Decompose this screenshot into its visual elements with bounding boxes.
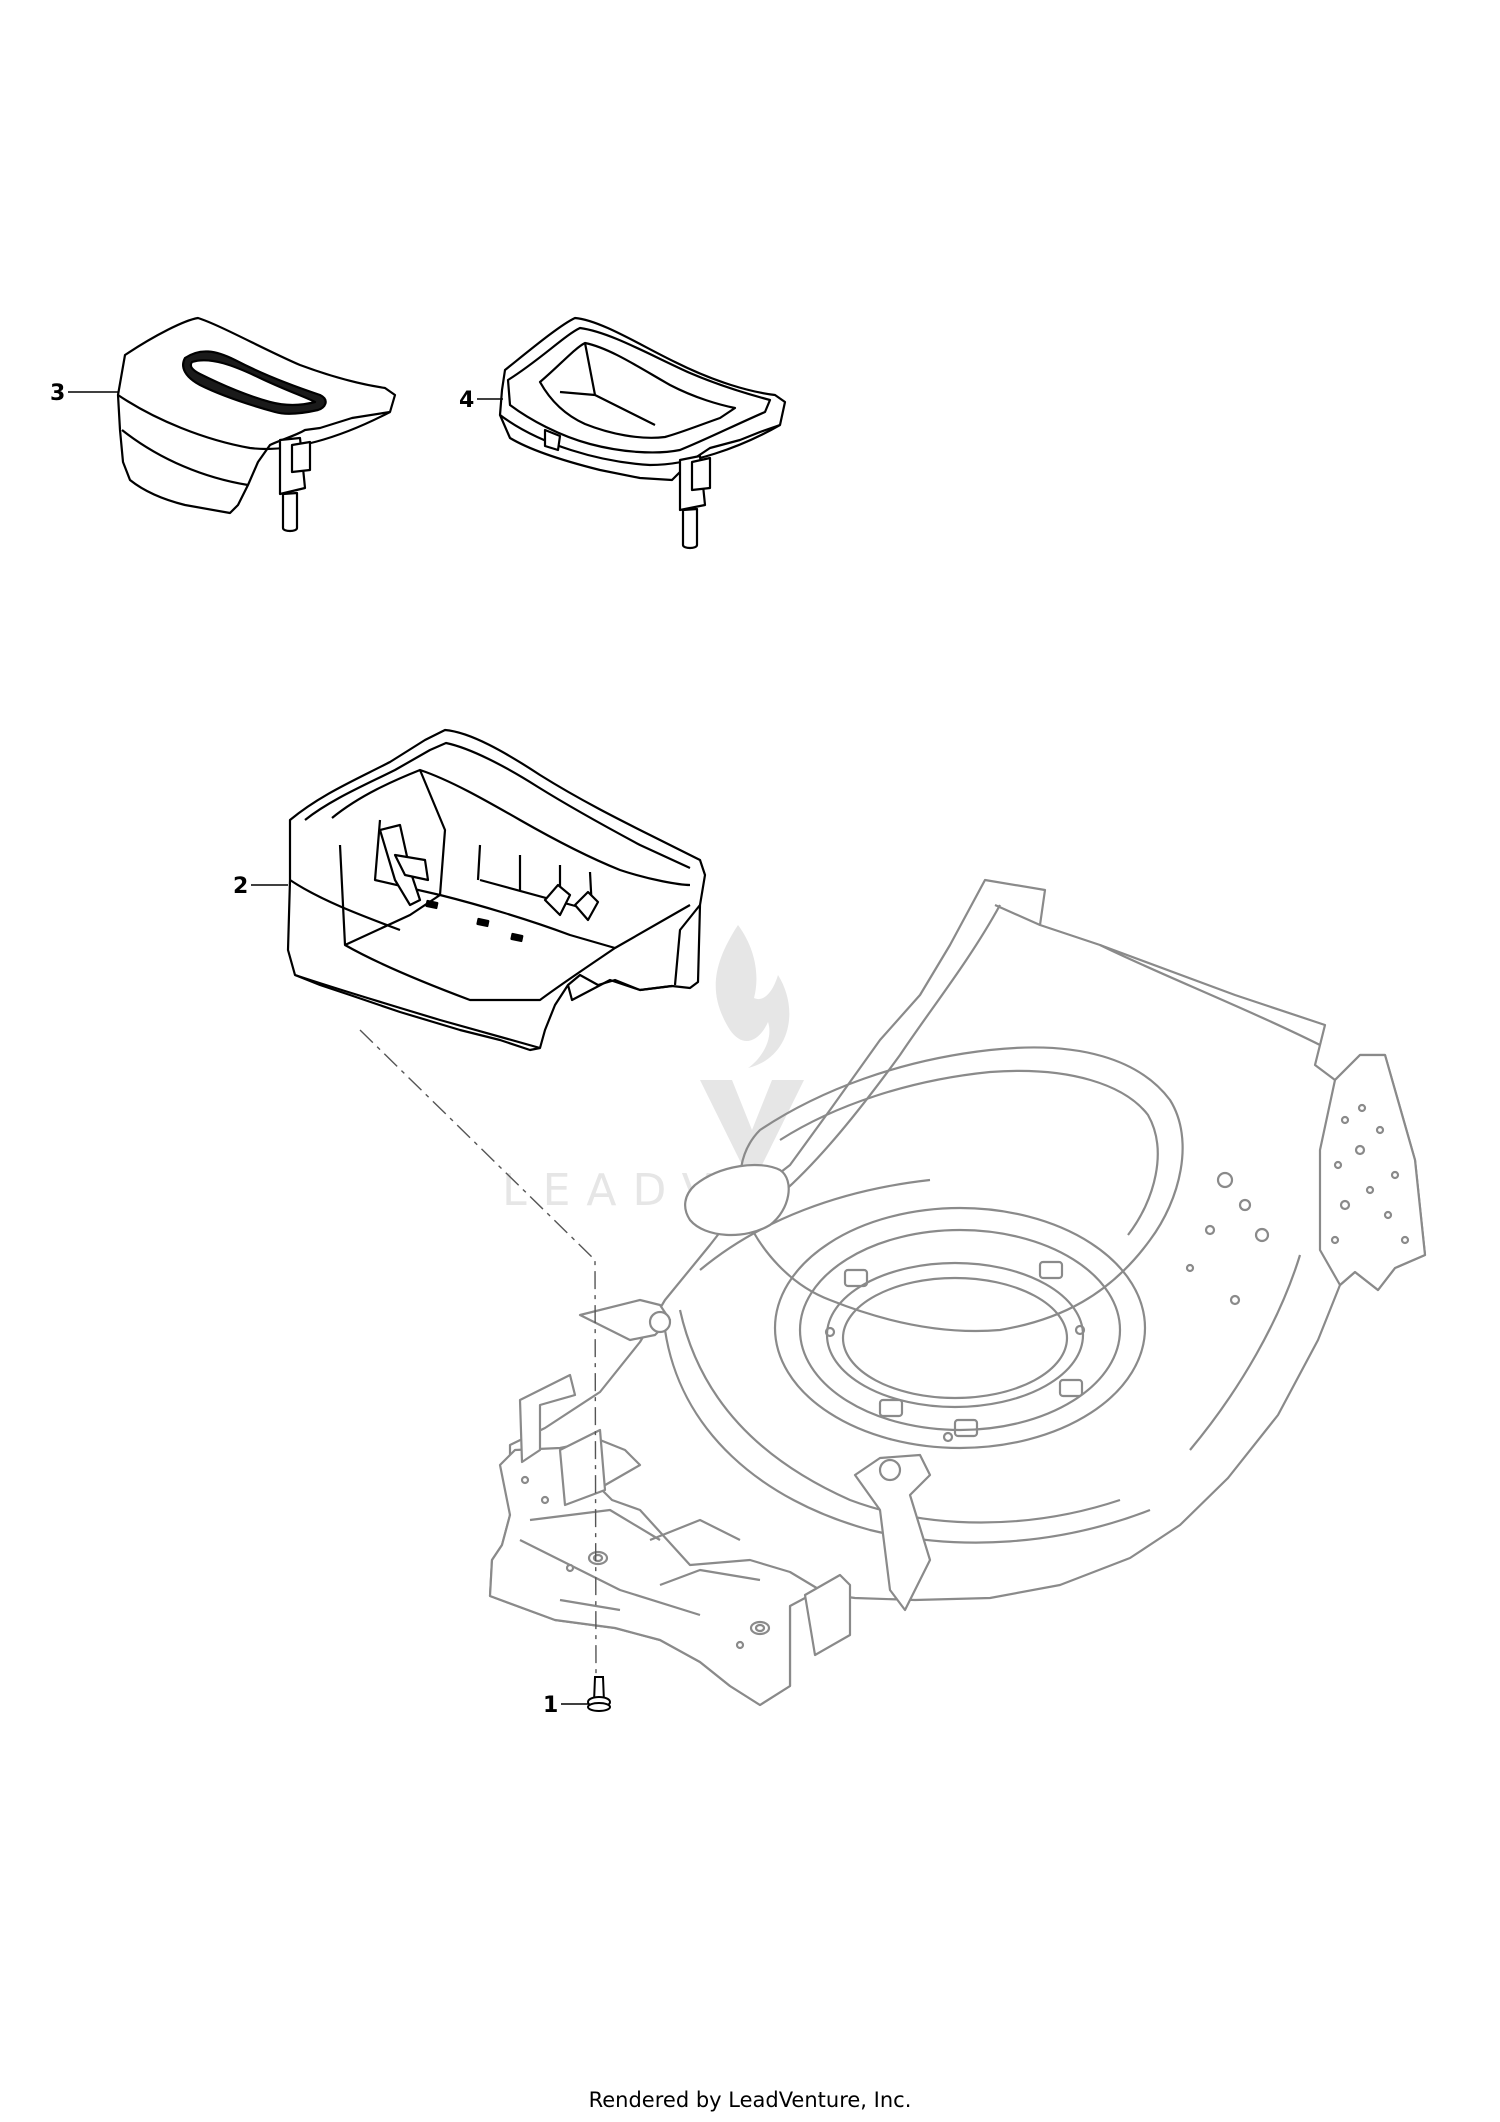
- part-2-tab-b: [573, 890, 600, 922]
- part-2-ribs: [476, 844, 594, 912]
- deck-left-bracket-2: [558, 1428, 607, 1507]
- deck-front-plate-detail: [519, 1508, 761, 1617]
- part-3-lower-edge: [121, 429, 249, 487]
- callout-2: 2: [233, 874, 288, 899]
- part-2-front-lip: [289, 879, 541, 1050]
- part-3-cover: [116, 316, 397, 533]
- part-4-post-clip: [690, 456, 712, 492]
- assembly-line: [359, 1029, 597, 1676]
- part-2-housing: [286, 728, 707, 1052]
- callout-1-label: 1: [543, 1693, 558, 1718]
- deck-ribs: [663, 1178, 1302, 1544]
- footer-credit: Rendered by LeadVenture, Inc.: [588, 2088, 912, 2112]
- part-2-tab-a: [543, 883, 572, 917]
- part-2-cavity: [338, 844, 691, 1002]
- part-1-screw-base: [587, 1702, 611, 1712]
- part-4-opening-inner: [559, 342, 656, 426]
- deck-motor-mount: [773, 1206, 1147, 1450]
- v-logo-icon: [700, 1080, 804, 1165]
- deck-left-arm-pivot: [648, 1310, 672, 1334]
- deck-right-arm: [853, 1453, 932, 1612]
- deck-mount-points: [520, 1475, 771, 1650]
- callout-4: 4: [459, 388, 503, 413]
- part-2-side-panel: [566, 904, 701, 1002]
- part-2-slots: [425, 899, 524, 943]
- part-2-inner-wall: [373, 769, 447, 897]
- part-4-rear-tab: [543, 428, 562, 452]
- callout-3-label: 3: [50, 381, 65, 406]
- part-2-rim: [304, 741, 691, 869]
- part-2-inner-top: [331, 768, 691, 887]
- deck-top-contour-inner: [779, 1069, 1159, 1236]
- part-4-rim-outer: [506, 326, 772, 454]
- part-3-body: [116, 316, 397, 515]
- deck-right-arm-pivot: [878, 1458, 902, 1482]
- callout-2-label: 2: [233, 874, 248, 899]
- deck-left-bracket: [518, 1373, 577, 1464]
- deck-top-rim: [779, 903, 1321, 1196]
- part-3-post-clip: [290, 440, 312, 474]
- mower-deck: [488, 878, 1427, 1707]
- part-3-window-highlight: [189, 359, 317, 407]
- deck-rear-holes: [1330, 1103, 1410, 1245]
- deck-front-pad: [684, 1163, 790, 1237]
- part-2-outer: [286, 728, 707, 1052]
- callout-3: 3: [50, 381, 118, 406]
- callout-4-label: 4: [459, 388, 474, 413]
- part-4-pin: [681, 507, 699, 550]
- deck-side-holes: [1185, 1171, 1270, 1306]
- part-4-front-edge: [499, 414, 781, 467]
- part-2-clip-left-tab: [393, 853, 430, 882]
- part-2-cavity-floor: [344, 893, 616, 950]
- part-1-screw: [587, 1676, 611, 1712]
- part-3-top-edge: [117, 394, 391, 451]
- part-3-pin: [281, 491, 299, 533]
- flame-icon: [715, 925, 790, 1068]
- part-4-cover: [498, 316, 787, 550]
- callout-1: 1: [543, 1693, 588, 1718]
- deck-right-bracket: [803, 1573, 852, 1657]
- deck-rear-plate: [1318, 1053, 1427, 1292]
